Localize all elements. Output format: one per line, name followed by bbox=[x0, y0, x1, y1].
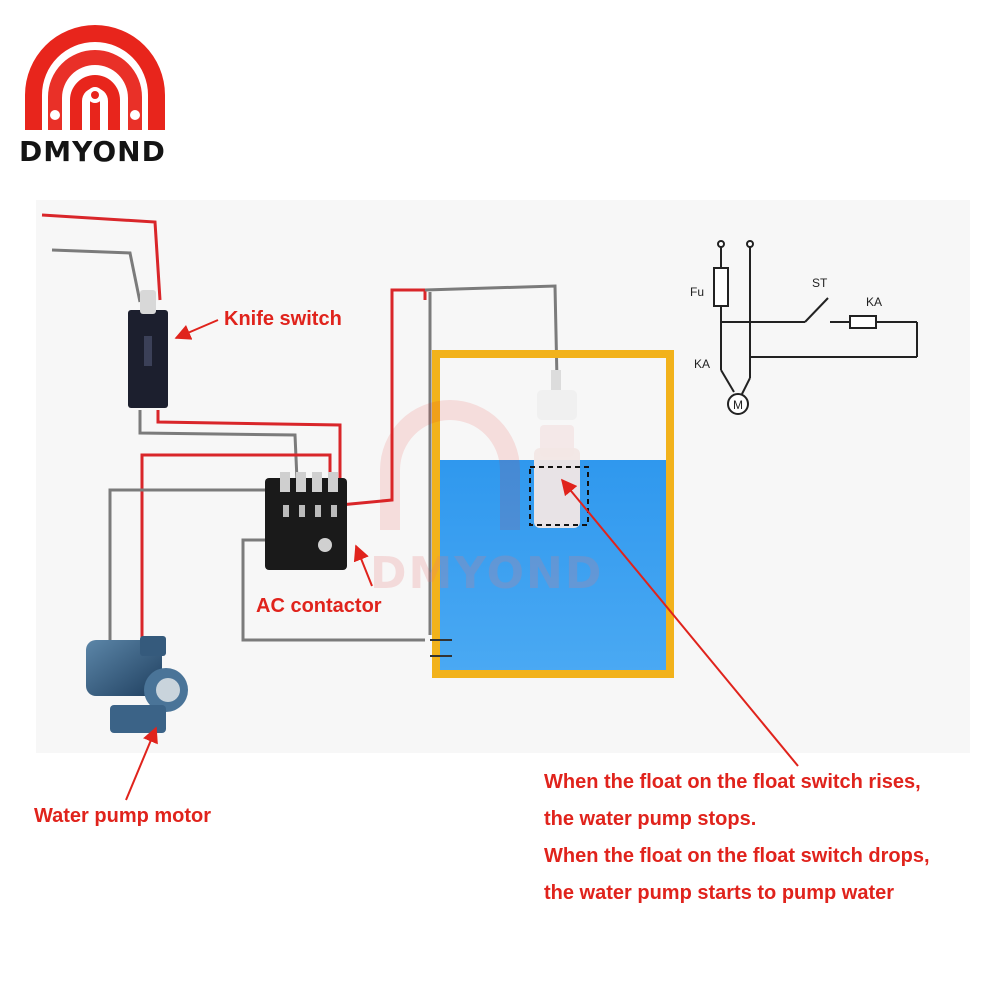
note-line: When the float on the float switch drops… bbox=[544, 845, 930, 867]
wiring bbox=[41, 213, 559, 655]
ac-contactor bbox=[265, 472, 347, 570]
relay-coil-label: KA bbox=[866, 295, 882, 309]
control-schematic bbox=[713, 240, 918, 415]
relay-contact-label: KA bbox=[694, 357, 710, 371]
callout-arrows bbox=[125, 319, 799, 801]
note-line: the water pump stops. bbox=[544, 808, 757, 830]
watermark-logo bbox=[380, 400, 520, 530]
watermark-text: DMYOND bbox=[370, 548, 604, 599]
water-pump bbox=[86, 636, 188, 733]
knife-switch-label: Knife switch bbox=[224, 308, 342, 330]
motor-symbol-label: M bbox=[733, 398, 743, 412]
ac-contactor-label: AC contactor bbox=[256, 595, 382, 617]
brand-name: DMYOND bbox=[19, 135, 166, 168]
knife-switch bbox=[128, 290, 168, 408]
fuse-label: Fu bbox=[690, 285, 704, 299]
note-line: the water pump starts to pump water bbox=[544, 882, 895, 904]
switch-label: ST bbox=[812, 276, 828, 290]
float-switch bbox=[529, 370, 589, 528]
water-pump-motor-label: Water pump motor bbox=[34, 805, 212, 827]
brand-logo bbox=[25, 25, 165, 130]
note-line: When the float on the float switch rises… bbox=[544, 771, 921, 793]
float-switch-note: When the float on the float switch rises… bbox=[544, 770, 930, 918]
